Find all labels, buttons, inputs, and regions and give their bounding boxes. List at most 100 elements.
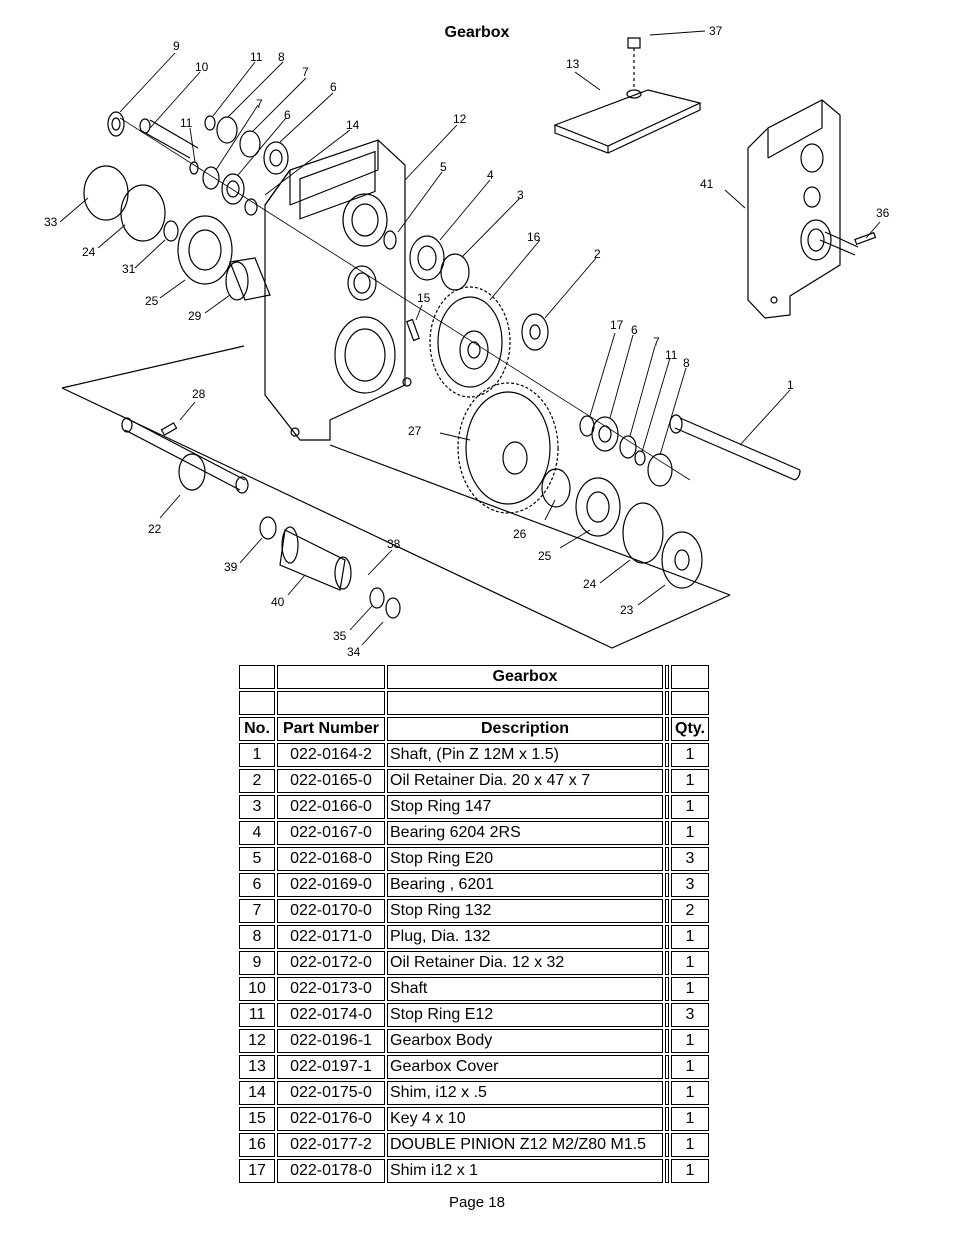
callout-17: 17 [610,318,624,332]
cell-no: 10 [239,977,275,1001]
page-title: Gearbox [444,24,510,41]
cell-spacer [665,821,669,845]
cell-part-number: 022-0178-0 [277,1159,385,1183]
callout-4: 4 [487,168,494,182]
cell-qty: 1 [671,1029,709,1053]
cell-description: Shim, i12 x .5 [387,1081,663,1105]
header-description: Description [387,717,663,741]
table-blank-row [239,691,709,715]
cell-qty: 1 [671,795,709,819]
cell-description: Shim i12 x 1 [387,1159,663,1183]
cell-qty: 1 [671,1055,709,1079]
cell-qty: 3 [671,1003,709,1027]
callout-33: 33 [44,215,58,229]
cell-part-number: 022-0170-0 [277,899,385,923]
callout-12: 12 [453,112,467,126]
cell-spacer [665,1107,669,1131]
callout-1: 1 [787,378,794,392]
cell-description: Bearing , 6201 [387,873,663,897]
cell-description: Stop Ring E20 [387,847,663,871]
cell-qty: 1 [671,1159,709,1183]
cell-description: DOUBLE PINION Z12 M2/Z80 M1.5 [387,1133,663,1157]
cell-description: Oil Retainer Dia. 12 x 32 [387,951,663,975]
callout-23: 23 [620,603,634,617]
diagram-line-art [61,37,877,649]
cell-qty: 1 [671,821,709,845]
callout-11: 11 [665,348,678,362]
callout-35: 35 [333,629,347,643]
cell-qty: 1 [671,977,709,1001]
callout-7: 7 [653,335,660,349]
cell-no: 4 [239,821,275,845]
cell-part-number: 022-0168-0 [277,847,385,871]
cell-no: 13 [239,1055,275,1079]
header-no: No. [239,717,275,741]
callout-36: 36 [876,206,890,220]
cell-spacer [665,847,669,871]
table-title: Gearbox [387,665,663,689]
cell-description: Gearbox Cover [387,1055,663,1079]
cell-part-number: 022-0172-0 [277,951,385,975]
cell-qty: 1 [671,1081,709,1105]
callout-29: 29 [188,309,202,323]
cell-part-number: 022-0174-0 [277,1003,385,1027]
cell-part-number: 022-0164-2 [277,743,385,767]
callout-10: 10 [195,60,209,74]
callout-31: 31 [122,262,136,276]
cell-qty: 1 [671,925,709,949]
cell-spacer [665,977,669,1001]
cell-part-number: 022-0177-2 [277,1133,385,1157]
callout-24: 24 [583,577,597,591]
cell-part-number: 022-0167-0 [277,821,385,845]
cell-description: Stop Ring E12 [387,1003,663,1027]
callout-22: 22 [148,522,162,536]
cell-description: Oil Retainer Dia. 20 x 47 x 7 [387,769,663,793]
cell-spacer [665,899,669,923]
callout-11: 11 [180,116,193,130]
callout-37: 37 [709,24,723,38]
cell-spacer [665,1133,669,1157]
cell-part-number: 022-0175-0 [277,1081,385,1105]
cell-spacer [665,873,669,897]
callout-9: 9 [173,39,180,53]
callout-2: 2 [594,247,601,261]
cell-no: 12 [239,1029,275,1053]
parts-table-body: Gearbox No. Part Number Description Qty.… [239,665,709,1183]
cell-no: 2 [239,769,275,793]
cell-spacer [665,1081,669,1105]
callout-28: 28 [192,387,206,401]
cell-qty: 1 [671,769,709,793]
table-header-row: No. Part Number Description Qty. [239,717,709,741]
cell-qty: 1 [671,1133,709,1157]
cell-part-number: 022-0196-1 [277,1029,385,1053]
cell-spacer [665,1003,669,1027]
cell-no: 6 [239,873,275,897]
callout-leader-lines [59,30,881,646]
cell-description: Key 4 x 10 [387,1107,663,1131]
callout-16: 16 [527,230,541,244]
cell-spacer [665,1055,669,1079]
cell-no: 1 [239,743,275,767]
callout-6: 6 [330,80,337,94]
table-title-row: Gearbox [239,665,709,689]
cell-no: 8 [239,925,275,949]
cell-part-number: 022-0166-0 [277,795,385,819]
callout-38: 38 [387,537,401,551]
callout-7: 7 [256,97,263,111]
cell-no: 11 [239,1003,275,1027]
callout-25: 25 [145,294,159,308]
cell-part-number: 022-0197-1 [277,1055,385,1079]
